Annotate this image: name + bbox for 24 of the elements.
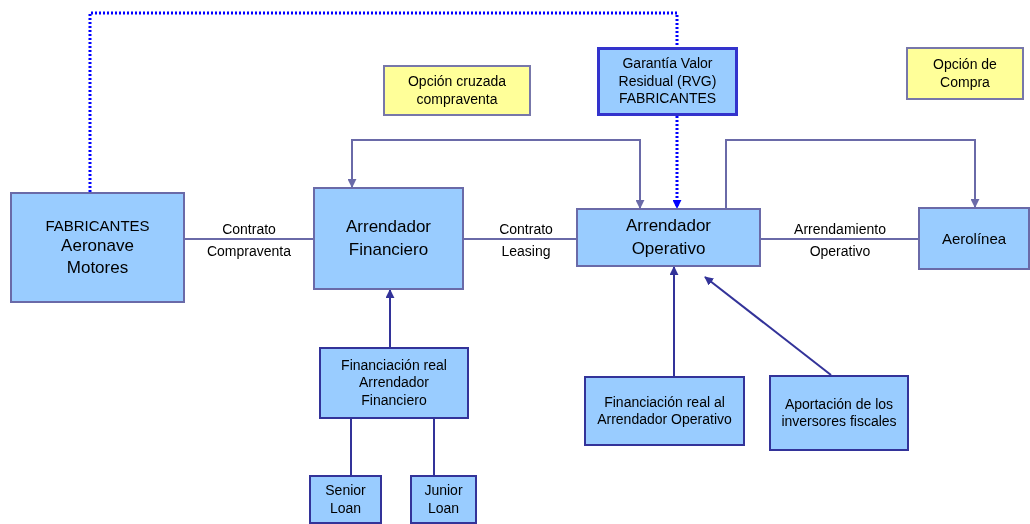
note-box: Opción cruzada compraventa [383, 65, 531, 116]
process-box: Garantía Valor Residual (RVG) FABRICANTES [597, 47, 738, 116]
process-box: Junior Loan [410, 475, 477, 524]
note-box: Opción de Compra [906, 47, 1024, 100]
process-box: Arrendador Financiero [313, 187, 464, 290]
connector-line [760, 238, 919, 240]
arrow [385, 289, 395, 348]
process-box: Aerolínea [918, 207, 1030, 270]
process-box: Financiación real Arrendador Financiero [319, 347, 469, 419]
arrow [672, 116, 682, 209]
process-box: FABRICANTES Aeronave Motores [10, 192, 185, 303]
edge-label: Contrato Compraventa [206, 220, 292, 261]
arrow [725, 139, 980, 209]
edge-label: Arrendamiento Operativo [793, 220, 887, 261]
connector-line [463, 238, 577, 240]
arrow [669, 266, 679, 377]
process-box: Financiación real al Arrendador Operativo [584, 376, 745, 446]
arrow [347, 139, 645, 209]
edge-label: Contrato Leasing [498, 220, 554, 261]
process-box: Aportación de los inversores fiscales [769, 375, 909, 451]
arrow [704, 276, 832, 376]
process-box: Arrendador Operativo [576, 208, 761, 267]
process-box: Senior Loan [309, 475, 382, 524]
connector-line [184, 238, 314, 240]
